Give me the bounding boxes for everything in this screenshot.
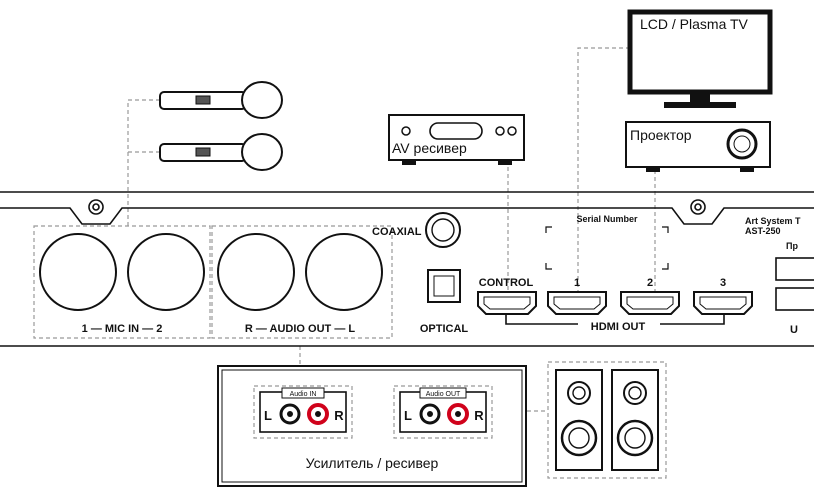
hdmi-out-label: HDMI OUT [591,321,646,333]
control-port[interactable] [477,291,537,315]
audio-out-right-label: R [474,408,484,423]
microphone-1 [159,81,283,119]
amplifier: Усилитель / ресивер Audio IN L R Audio O… [217,365,527,487]
audio-out-left-label: L [404,408,412,423]
speakers-group [547,361,667,479]
projector: Проектор [625,121,771,172]
audio-out-jack-l[interactable] [305,233,383,311]
hdmi-port-1[interactable] [547,291,607,315]
audio-out-group [211,225,393,339]
cut-label-right: Пр [786,241,798,251]
tv: LCD / Plasma TV [627,9,773,108]
speaker-left [555,369,603,471]
model-name: Art System T [745,216,801,226]
audio-in-right-label: R [334,408,344,423]
mic-in-group [33,225,211,339]
audio-in-group [253,385,353,439]
av-receiver-label: AV ресивер [392,140,467,156]
control-label: CONTROL [479,277,534,289]
mic-in-jack-1[interactable] [39,233,117,311]
serial-number-label: Serial Number [576,214,638,224]
audio-in-label: Audio IN [290,391,317,398]
optical-label: OPTICAL [420,323,469,335]
audio-out-amp-group [393,385,493,439]
microphone-2 [159,133,283,171]
audio-out-jack-r[interactable] [217,233,295,311]
tv-label: LCD / Plasma TV [640,16,749,32]
tv-cable [577,47,630,294]
hdmi-port-3-label: 3 [720,277,726,289]
mic-cable [127,99,160,153]
rear-panel [0,191,814,347]
audio-in-left-label: L [264,408,272,423]
amplifier-label: Усилитель / ресивер [306,455,439,471]
coaxial-label: COAXIAL [372,226,422,238]
hdmi-port-3[interactable] [693,291,753,315]
cut-label-bottom: U [790,324,798,336]
speaker-right [611,369,659,471]
side-port-2[interactable] [775,287,814,311]
audio-out-amp-label: Audio OUT [426,391,461,398]
hdmi-port-2[interactable] [620,291,680,315]
side-port-1[interactable] [775,257,814,281]
audio-out-label: R — AUDIO OUT — L [245,323,355,335]
projector-label: Проектор [630,127,692,143]
hdmi-port-2-label: 2 [647,277,653,289]
av-receiver: AV ресивер [388,114,525,165]
model-number: AST-250 [745,226,781,236]
mic-in-label: 1 — MIC IN — 2 [82,323,163,335]
serial-number-area [545,226,669,270]
hdmi-port-1-label: 1 [574,277,580,289]
mic-in-jack-2[interactable] [127,233,205,311]
